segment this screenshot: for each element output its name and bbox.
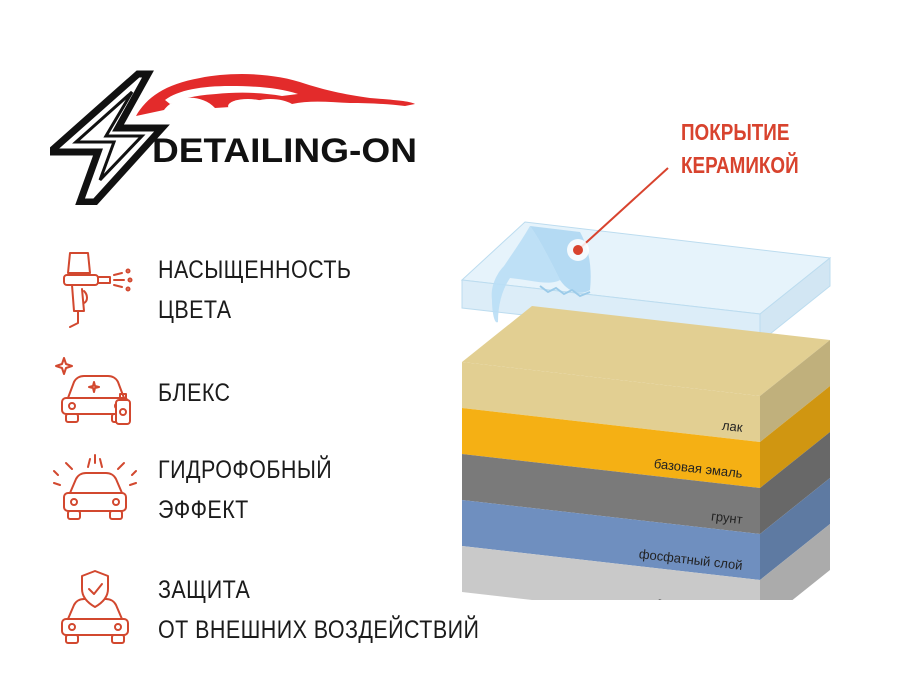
car-shield-icon [61, 570, 129, 644]
feature-line-1: НАСЫЩЕННОСТЬ [158, 256, 352, 284]
car-shine-icon [55, 357, 131, 425]
layer-front-0 [462, 362, 760, 442]
layer-front-2 [462, 454, 760, 534]
feature-protection: ЗАЩИТА ОТ ВНЕШНИХ ВОЗДЕЙСТВИЙ [50, 565, 532, 655]
feature-color-saturation: НАСЫЩЕННОСТЬ ЦВЕТА [50, 245, 383, 335]
callout-dot [573, 245, 583, 255]
layer-label-0: лак [721, 418, 743, 435]
layer-side-2 [760, 432, 830, 534]
feature-text: ГИДРОФОБНЫЙ ЭФФЕКТ [158, 450, 332, 530]
ceramic-callout-label: ПОКРЫТИЕ КЕРАМИКОЙ [681, 116, 799, 182]
brand-logo: DETAILING-ON [50, 70, 417, 205]
feature-text: БЛЕКС [158, 373, 231, 413]
feature-line-1: ГИДРОФОБНЫЙ [158, 456, 333, 484]
feature-line-2: ЭФФЕКТ [158, 496, 249, 524]
callout-line [577, 167, 669, 251]
feature-line-1: БЛЕКС [158, 379, 231, 407]
feature-line-2: ЦВЕТА [158, 296, 232, 324]
feature-text: НАСЫЩЕННОСТЬ ЦВЕТА [158, 250, 351, 330]
feature-text: ЗАЩИТА ОТ ВНЕШНИХ ВОЗДЕЙСТВИЙ [158, 570, 479, 650]
layer-side-4 [760, 524, 830, 600]
layer-front-3 [462, 500, 760, 580]
layer-top-face [462, 306, 830, 396]
layer-front-1 [462, 408, 760, 488]
layer-front-4 [462, 546, 760, 600]
car-water-repel-icon [53, 454, 137, 520]
spray-gun-icon [63, 252, 133, 328]
car-silhouette-icon [136, 74, 415, 116]
layer-side-0 [760, 340, 830, 442]
layer-side-1 [760, 386, 830, 488]
feature-line-1: ЗАЩИТА [158, 576, 251, 604]
brand-name: DETAILING-ON [152, 132, 417, 170]
layer-label-2: грунт [710, 508, 743, 526]
callout-line-2: КЕРАМИКОЙ [681, 152, 799, 178]
callout-line-1: ПОКРЫТИЕ [681, 119, 790, 145]
lightning-bolt-icon [50, 70, 170, 205]
feature-line-2: ОТ ВНЕШНИХ ВОЗДЕЙСТВИЙ [158, 616, 480, 644]
feature-blex: БЛЕКС [50, 348, 242, 438]
layer-side-3 [760, 478, 830, 580]
feature-hydrophobic: ГИДРОФОБНЫЙ ЭФФЕКТ [50, 445, 361, 535]
